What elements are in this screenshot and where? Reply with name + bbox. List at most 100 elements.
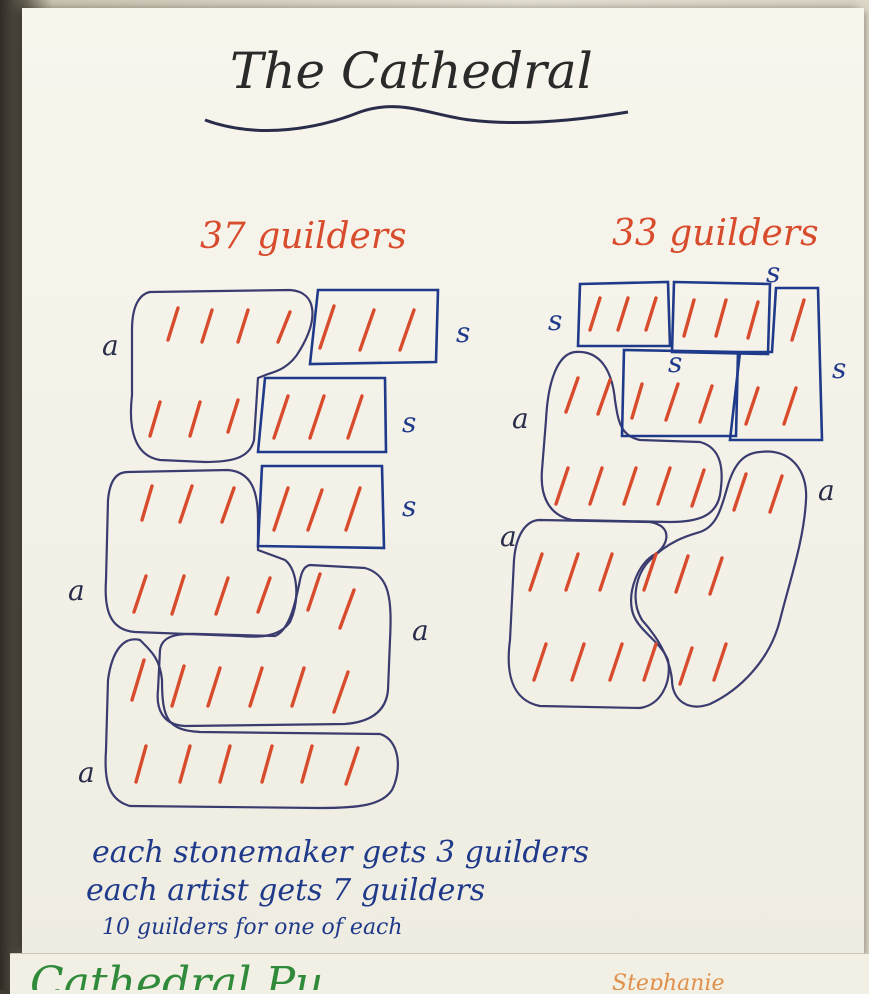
tally-mark [278,312,290,342]
tally-mark [714,644,726,680]
tally-mark [180,746,190,782]
label-artist: a [512,402,529,435]
tally-mark [400,310,414,350]
label-artist: a [68,574,85,607]
tally-mark [348,396,362,438]
tally-mark [274,396,288,438]
tally-mark [624,468,636,504]
tally-mark [258,578,270,612]
tally-mark [716,300,726,336]
group-artist-1 [131,290,313,462]
note-line-3: 10 guilders for one of each [102,915,403,940]
tally-mark [134,576,146,612]
label-stonemaker: s [402,490,416,523]
label-artist: a [102,329,119,362]
tally-mark [700,386,712,422]
tally-mark [216,578,228,614]
label-stonemaker: s [548,304,562,337]
title-underline [205,107,628,131]
tally-mark [590,298,600,330]
tally-mark [222,488,234,522]
group-stonemaker-2 [258,378,386,452]
tally-mark [792,300,804,340]
label-stonemaker: s [766,256,780,289]
tally-mark [180,486,192,522]
right-tally-strokes [530,298,804,684]
tally-mark [228,400,238,432]
group-stonemaker-3 [258,466,384,548]
tally-mark [684,300,694,336]
note-line-1: each stonemaker gets 3 guilders [92,835,589,870]
tally-mark [320,306,334,348]
tally-mark [190,402,200,436]
tally-mark [172,576,184,614]
tally-mark [262,746,272,782]
tally-mark [220,746,230,782]
tally-mark [646,298,656,330]
tally-mark [136,746,146,782]
tally-mark [302,746,312,782]
label-stonemaker: s [402,406,416,439]
tally-mark [556,468,568,504]
lower-sheet-name: Stephanie [612,971,725,990]
tally-mark [310,396,324,438]
tally-mark [346,748,358,784]
tally-mark [710,558,722,594]
tally-mark [748,302,758,338]
tally-mark [132,660,144,700]
left-artist-groups [106,290,398,808]
tally-mark [734,474,746,510]
tally-mark [692,470,704,506]
tally-mark [346,488,360,530]
right-total-label: 33 guilders [612,213,819,254]
label-stonemaker: s [668,346,682,379]
tally-mark [680,648,692,684]
right-artist-groups [509,352,806,708]
tally-mark [334,672,348,712]
tally-mark [168,308,178,340]
tally-mark [598,380,610,414]
tally-mark [530,554,542,590]
label-artist: a [500,520,517,553]
group-stonemaker-1 [310,290,438,364]
tally-mark [250,668,262,706]
label-stonemaker: s [832,352,846,385]
page-title: The Cathedral [230,42,593,100]
tally-mark [150,402,160,436]
label-stonemaker: s [456,316,470,349]
tally-mark [308,574,320,610]
tally-mark [534,644,546,680]
group-artist-3 [158,565,391,726]
group-stonemaker-4 [730,288,822,440]
note-line-2: each artist gets 7 guilders [86,873,485,908]
tally-mark [770,476,782,512]
label-artist: a [412,614,429,647]
tally-mark [600,554,612,590]
tally-mark [208,668,220,706]
tally-mark [618,298,628,330]
tally-mark [566,554,578,590]
tally-mark [340,590,354,628]
tally-mark [572,644,584,680]
left-total-label: 37 guilders [200,216,407,257]
label-artist: a [78,756,95,789]
tally-mark [360,310,374,350]
tally-mark [632,384,642,418]
tally-mark [658,468,670,504]
tally-mark [610,644,622,680]
tally-mark [202,310,212,342]
tally-mark [644,644,656,680]
label-artist: a [818,474,835,507]
tally-mark [666,384,678,420]
tally-mark [238,310,248,342]
tally-mark [590,468,602,504]
tally-mark [142,486,152,520]
tally-mark [746,388,758,424]
tally-mark [172,666,184,706]
tally-mark [292,668,304,706]
lower-sheet-heading: Cathedral Pu [30,958,323,990]
tally-mark [308,490,322,530]
tally-mark [274,488,288,530]
tally-mark [676,556,688,592]
